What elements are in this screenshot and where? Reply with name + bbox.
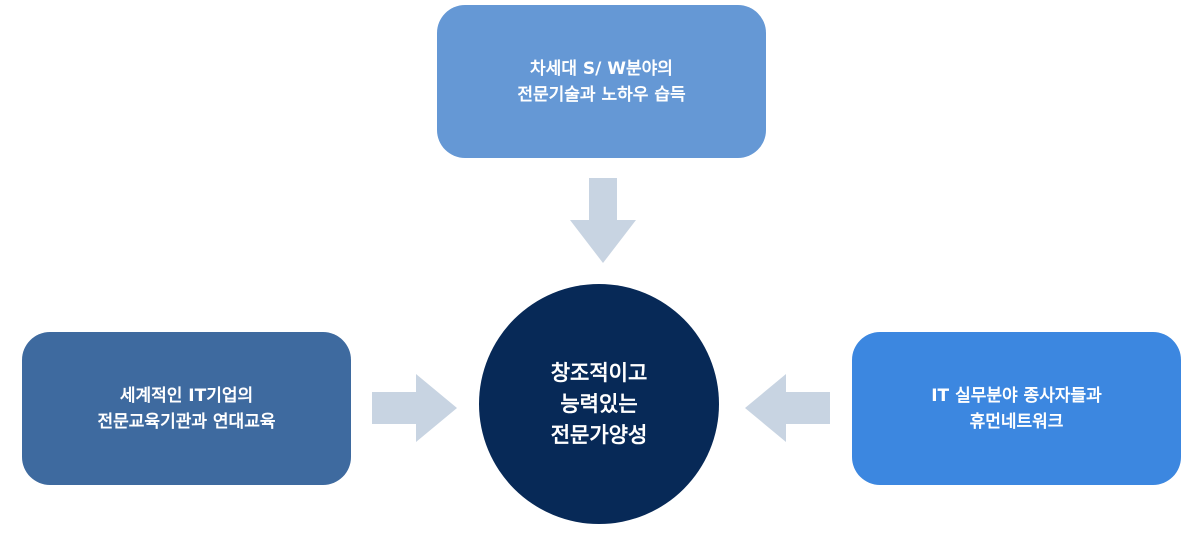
top-box-line2: 전문기술과 노하우 습득	[517, 84, 686, 105]
center-circle-goal: 창조적이고 능력있는 전문가양성	[479, 284, 719, 524]
arrow-down-icon	[570, 178, 636, 263]
left-box-line2: 전문교육기관과 연대교육	[97, 411, 276, 432]
right-box-line2: 휴먼네트워크	[969, 411, 1064, 432]
left-box-global-it: 세계적인 IT기업의 전문교육기관과 연대교육	[22, 332, 351, 485]
center-line2: 능력있는	[560, 391, 638, 416]
center-line1: 창조적이고	[550, 360, 648, 385]
center-line3: 전문가양성	[550, 422, 648, 447]
arrow-left-icon	[745, 374, 830, 442]
arrow-right-icon	[372, 374, 457, 442]
right-box-line1: IT 실무분야 종사자들과	[931, 385, 1102, 406]
top-box-next-gen-sw: 차세대 S/ W분야의 전문기술과 노하우 습득	[437, 5, 766, 158]
right-box-human-network: IT 실무분야 종사자들과 휴먼네트워크	[852, 332, 1181, 485]
top-box-line1: 차세대 S/ W분야의	[530, 58, 673, 79]
left-box-line1: 세계적인 IT기업의	[119, 385, 254, 406]
